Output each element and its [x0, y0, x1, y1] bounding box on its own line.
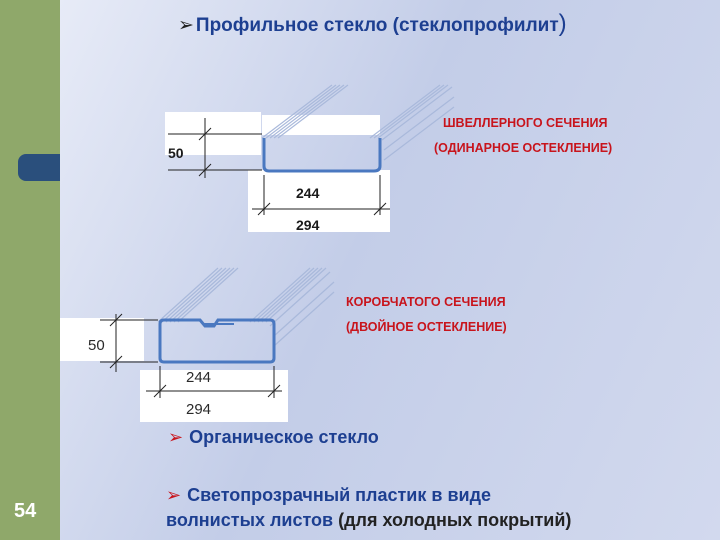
- box-dim-inner-width: 244: [186, 369, 212, 386]
- bullet-arrow-icon: ➢: [166, 485, 182, 505]
- slide-area: [60, 0, 720, 540]
- box-section-title: КОРОБЧАТОГО СЕЧЕНИЯ: [346, 295, 506, 309]
- bullet-organic-glass: ➢Органическое стекло: [168, 427, 379, 447]
- channel-dim-height: 50: [168, 145, 184, 161]
- bullet-plastic-line2: волнистых листов (для холодных покрытий): [166, 510, 572, 530]
- box-dim-height: 50: [88, 337, 105, 354]
- box-section-subtitle: (ДВОЙНОЕ ОСТЕКЛЕНИЕ): [346, 320, 507, 334]
- box-section-drawing: [60, 267, 335, 422]
- slide-tab-marker: [18, 154, 60, 181]
- bullet-arrow-icon: ➢: [168, 427, 184, 447]
- channel-section-subtitle: (ОДИНАРНОЕ ОСТЕКЛЕНИЕ): [434, 141, 613, 155]
- bullet-plastic-line1: ➢Светопрозрачный пластик в виде: [166, 485, 492, 505]
- left-sidebar-strip: 54: [0, 0, 60, 540]
- page-number: 54: [14, 500, 37, 522]
- channel-section-drawing: [165, 84, 455, 232]
- channel-dim-outer-width: 294: [296, 217, 320, 233]
- channel-section-title: ШВЕЛЛЕРНОГО СЕЧЕНИЯ: [443, 116, 608, 130]
- title-bullet-icon: ➢: [178, 15, 194, 36]
- slide-title: ➢Профильное стекло (стеклопрофилит): [178, 10, 567, 37]
- box-dim-outer-width: 294: [186, 401, 212, 418]
- channel-dim-inner-width: 244: [296, 185, 320, 201]
